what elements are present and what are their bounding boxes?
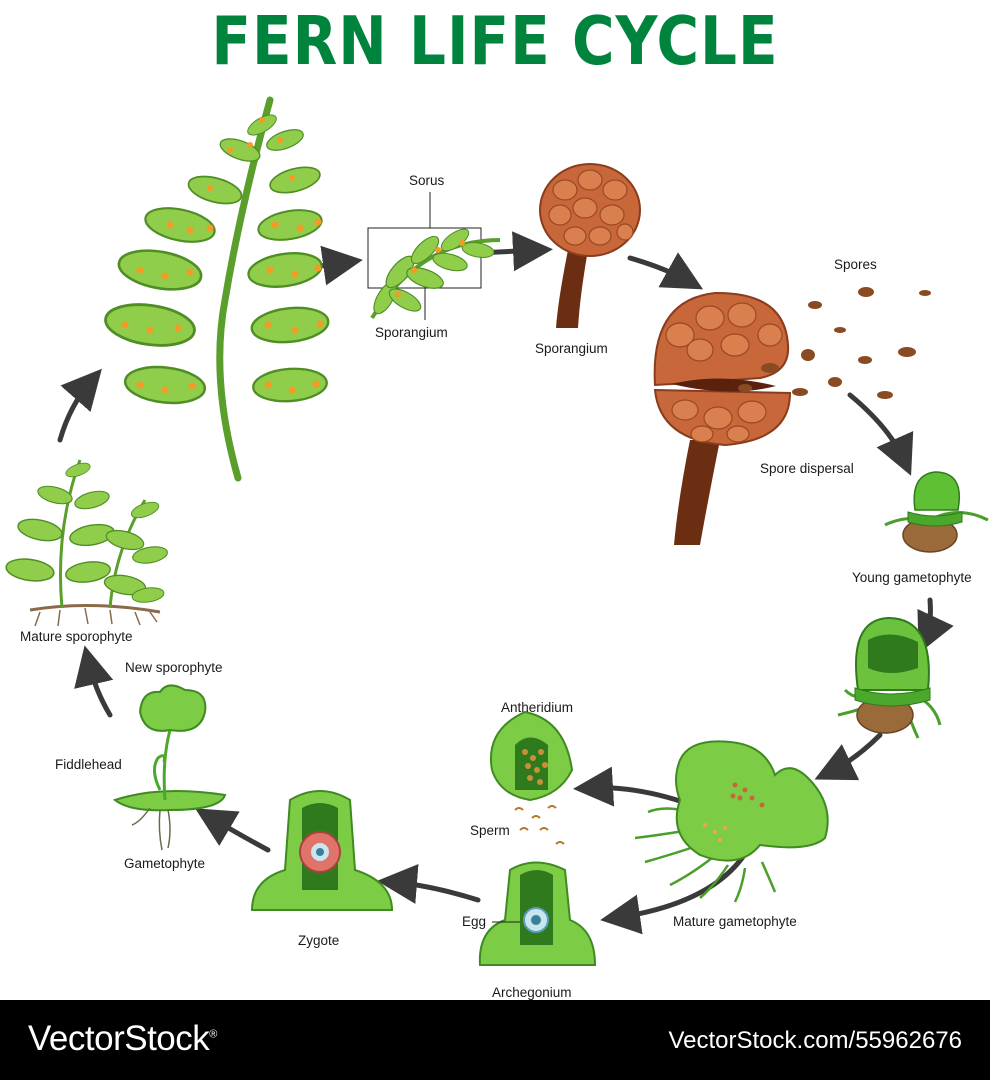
gametophyte-with-sporophyte [112,684,227,851]
label-gametophyte: Gametophyte [124,856,206,871]
page-title: FERN LIFE CYCLE [211,2,779,81]
brand-name: VectorStock [28,1019,210,1058]
life-cycle-illustration [4,96,989,966]
sporangium-closed [539,163,641,328]
arrow-to-mature-gametophyte [814,732,883,781]
fern-frond [101,96,332,482]
young-gametophyte [884,471,989,553]
arrow-zygote-to-gametophyte [195,808,271,853]
label-mature-gametophyte: Mature gametophyte [673,914,797,929]
arrow-spores-to-young [847,392,914,476]
label-sorus: Sorus [409,173,445,188]
label-egg: Egg [462,914,487,929]
arrow-young-to-gametophyte [917,597,954,654]
label-zygote: Zygote [298,933,340,948]
arrow-sporangium-to-open [627,252,704,290]
spores [738,287,931,399]
label-antheridium: Antheridium [501,700,574,715]
mature-sporophyte [4,459,170,627]
label-archegonium: Archegonium [492,985,572,1000]
label-spore-dispersal: Spore dispersal [760,461,854,476]
developing-gametophyte [837,616,942,739]
mature-gametophyte [634,740,829,903]
label-mature-sporophyte: Mature sporophyte [20,629,133,644]
label-sporangium-leaf: Sporangium [375,325,448,340]
label-sperm: Sperm [470,823,510,838]
label-fiddlehead: Fiddlehead [55,757,122,772]
diagram-stage: FERN LIFE CYCLE [4,2,989,1000]
archegonium [478,861,597,966]
watermark-footer: VectorStock® VectorStock.com/55962676 [0,1000,990,1080]
arrow-mature-to-frond [57,368,102,443]
zygote [250,790,394,911]
label-young-gametophyte: Young gametophyte [852,570,972,585]
label-sporangium: Sporangium [535,341,608,356]
label-spores: Spores [834,257,877,272]
arrow-new-to-mature-sporophyte [74,645,114,718]
antheridium [490,710,574,845]
brand-logo: VectorStock® [28,1019,217,1059]
brand-mark: ® [209,1028,217,1041]
sporangium-open [653,291,792,545]
sorus-leaf [367,192,501,320]
image-id: VectorStock.com/55962676 [668,1027,962,1054]
label-new-sporophyte: New sporophyte [125,660,223,675]
arrow-archegonium-to-zygote [377,864,481,904]
